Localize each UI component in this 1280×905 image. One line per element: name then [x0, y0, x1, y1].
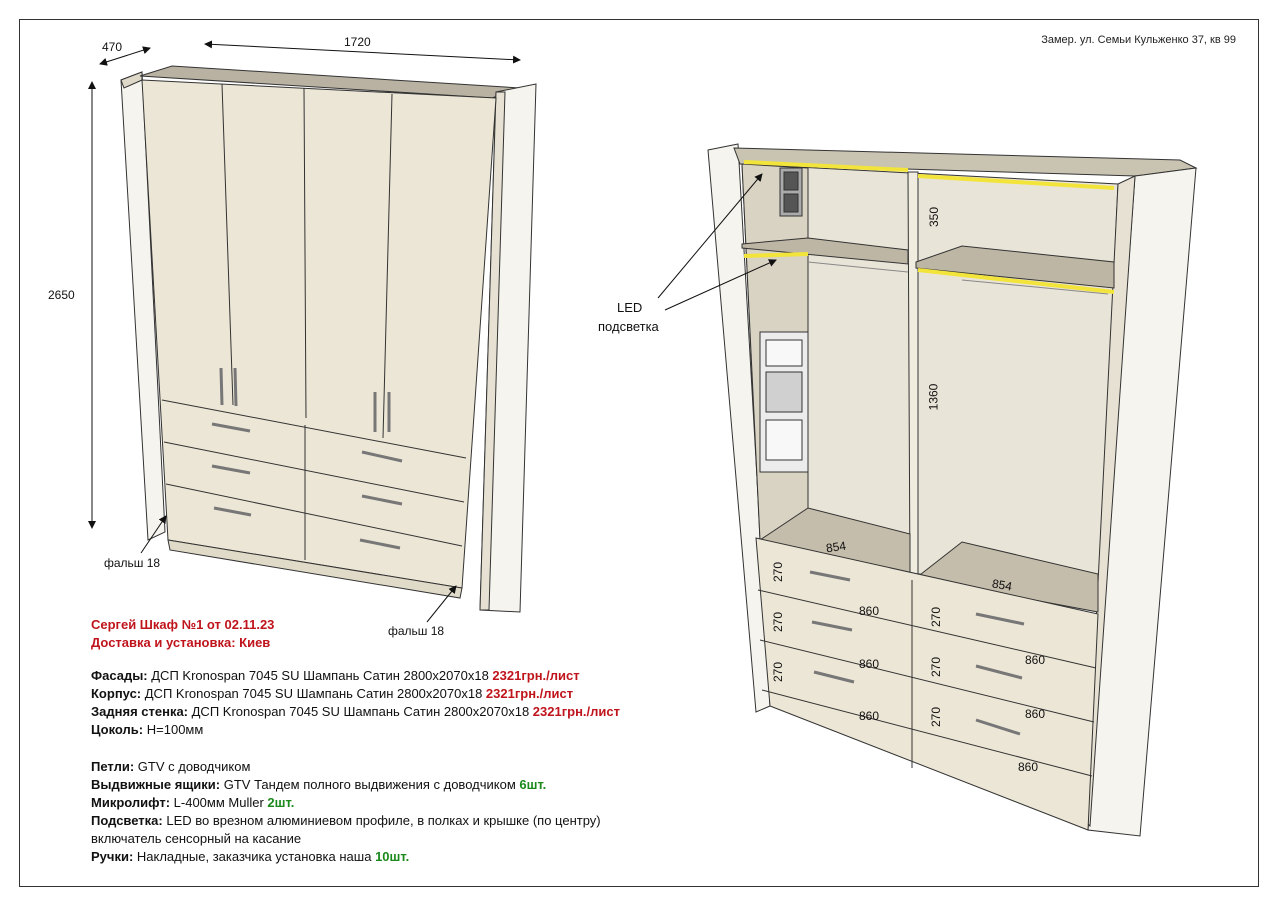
- drawer-w-4: 860: [1025, 653, 1046, 667]
- right-side-edge: [479, 91, 506, 611]
- drawer-h-3: 270: [771, 661, 786, 683]
- drawer-h-2: 270: [771, 611, 786, 633]
- dim-width-label: 1720: [344, 35, 371, 49]
- spec-back: Задняя стенка: ДСП Kronospan 7045 SU Шам…: [91, 704, 620, 719]
- spec-light-switch: включатель сенсорный на касание: [91, 831, 302, 846]
- shelf-left: [741, 237, 909, 265]
- drawer-w-2: 860: [859, 657, 880, 671]
- address-header: Замер. ул. Семьи Кульженко 37, кв 99: [1041, 34, 1236, 46]
- dim-350-label: 350: [927, 206, 942, 228]
- spec-facades: Фасады: ДСП Kronospan 7045 SU Шампань Са…: [91, 668, 580, 683]
- dim-height-label: 2650: [48, 288, 75, 302]
- drawer-h-4: 270: [929, 606, 944, 628]
- spec-body: Корпус: ДСП Kronospan 7045 SU Шампань Са…: [91, 686, 574, 701]
- falsh-left-label: фальш 18: [104, 556, 161, 570]
- drawer-w-5: 860: [1025, 707, 1046, 721]
- falsh-right-label: фальш 18: [388, 624, 445, 638]
- drawer-h-1: 270: [771, 561, 786, 583]
- left-dimensions: [88, 40, 521, 623]
- drawer-block: [755, 537, 1099, 831]
- led-strips: [743, 160, 1115, 294]
- delivery-title: Доставка и установка: Киев: [91, 635, 271, 650]
- led-leaders: [657, 173, 777, 311]
- drawing-frame: [19, 19, 1259, 887]
- left-wardrobe: [120, 65, 537, 613]
- led-label-line2: подсветка: [598, 319, 659, 334]
- drawer-h-6: 270: [929, 706, 944, 728]
- dim-854-left-label: 854: [825, 538, 847, 556]
- spec-drawers: Выдвижные ящики: GTV Тандем полного выдв…: [91, 777, 547, 792]
- shelf-right: [915, 245, 1115, 289]
- order-title: Сергей Шкаф №1 от 02.11.23: [91, 617, 275, 632]
- led-label-line1: LED: [617, 300, 643, 315]
- plinth: [167, 539, 463, 599]
- spec-hinges: Петли: GTV с доводчиком: [91, 759, 251, 774]
- drawer-w-3: 860: [859, 709, 880, 723]
- center-divider: [907, 171, 919, 583]
- spec-plinth: Цоколь: Н=100мм: [91, 722, 204, 737]
- dim-depth-label: 470: [102, 40, 123, 54]
- spec-light: Подсветка: LED во врезном алюминиевом пр…: [91, 813, 601, 828]
- dim-1360-label: 1360: [926, 383, 941, 411]
- spec-lift: Микролифт: L-400мм Muller 2шт.: [91, 795, 295, 810]
- facade-area: [141, 79, 497, 589]
- spec-handles: Ручки: Накладные, заказчика установка на…: [91, 849, 410, 864]
- drawer-h-5: 270: [929, 656, 944, 678]
- drawer-w-6: 860: [1018, 760, 1039, 774]
- drawer-w-1: 860: [859, 604, 880, 618]
- right-wardrobe: [707, 143, 1198, 837]
